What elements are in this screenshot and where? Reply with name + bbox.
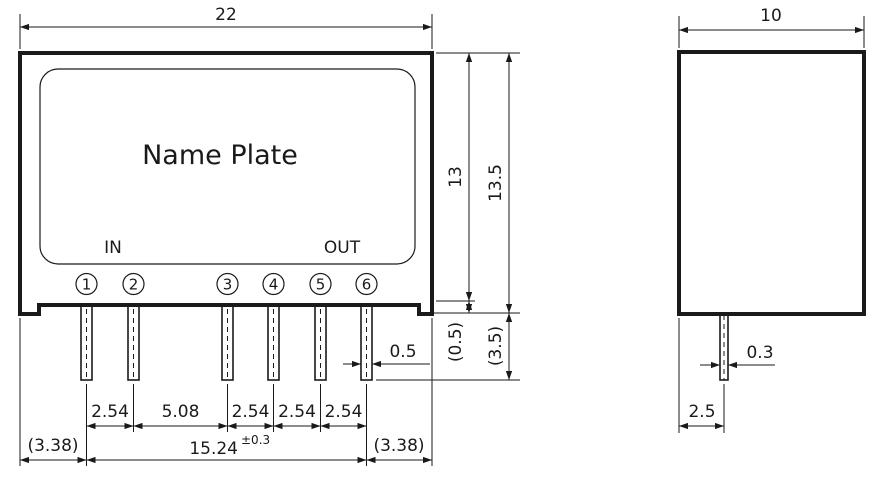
- svg-text:(3.5): (3.5): [486, 326, 506, 366]
- dim-pin-length: (3.5): [486, 313, 513, 380]
- side-view: 10 0.3 2.5: [677, 6, 866, 433]
- svg-text:(3.38): (3.38): [373, 436, 424, 456]
- dim-pin-thickness: 0.3: [700, 343, 775, 369]
- svg-text:±0.3: ±0.3: [241, 433, 270, 447]
- dim-standoff: (0.5): [446, 301, 473, 362]
- svg-text:10: 10: [760, 6, 782, 26]
- pin-number-3: 3: [216, 272, 239, 296]
- svg-text:6: 6: [362, 276, 372, 294]
- dim-depth: 10: [678, 6, 865, 48]
- svg-text:13: 13: [446, 166, 466, 188]
- dim-pin-span: 15.24 ±0.3: [86, 433, 367, 464]
- dim-pitch-3-4: 2.54: [227, 402, 274, 430]
- name-plate-text: Name Plate: [142, 140, 298, 171]
- dim-left-margin: (3.38): [20, 436, 87, 464]
- dim-right-margin: (3.38): [366, 436, 432, 464]
- in-label: IN: [104, 238, 122, 258]
- pin-1: [80, 300, 93, 381]
- svg-text:3: 3: [223, 276, 233, 294]
- pin-4: [267, 300, 280, 381]
- dim-total-width: 22: [19, 5, 433, 49]
- svg-text:2: 2: [129, 276, 139, 294]
- dim-pitch-5-6: 2.54: [320, 402, 367, 430]
- pin-number-4: 4: [262, 272, 285, 296]
- dim-overall-height: 13.5: [486, 53, 513, 313]
- pin-6: [360, 300, 373, 381]
- svg-text:15.24: 15.24: [189, 439, 238, 459]
- pin-2: [127, 300, 140, 381]
- name-plate-panel: [39, 68, 416, 265]
- svg-text:2.54: 2.54: [325, 402, 363, 422]
- svg-text:5.08: 5.08: [162, 402, 200, 422]
- pin-5: [314, 300, 327, 381]
- svg-text:2.54: 2.54: [278, 402, 316, 422]
- svg-text:(0.5): (0.5): [446, 322, 466, 362]
- dim-pitch-4-5: 2.54: [273, 402, 321, 430]
- dim-pitch-1-2: 2.54: [86, 402, 134, 430]
- svg-text:2.5: 2.5: [688, 402, 715, 422]
- front-dimensions: 22 13 13.5 (0.5) (3.5) 0.: [19, 5, 520, 466]
- pin-number-6: 6: [355, 272, 378, 296]
- svg-text:22: 22: [215, 5, 237, 25]
- svg-text:1: 1: [82, 276, 92, 294]
- svg-text:4: 4: [269, 276, 279, 294]
- svg-text:0.3: 0.3: [746, 343, 773, 363]
- pin-number-2: 2: [122, 272, 145, 296]
- front-view: Name Plate IN OUT 1 2 3 4 5 6: [18, 51, 434, 381]
- svg-text:2.54: 2.54: [232, 402, 270, 422]
- svg-text:5: 5: [316, 276, 326, 294]
- dim-pin-width: 0.5: [343, 342, 430, 368]
- dim-body-height: 13: [446, 53, 473, 301]
- svg-text:0.5: 0.5: [389, 342, 416, 362]
- svg-text:(3.38): (3.38): [27, 436, 78, 456]
- side-body: [677, 50, 866, 316]
- out-label: OUT: [324, 238, 361, 258]
- dim-pitch-2-3: 5.08: [133, 402, 228, 430]
- pin-number-5: 5: [309, 272, 332, 296]
- pin-number-1: 1: [75, 272, 98, 296]
- pin-3: [221, 300, 234, 381]
- dim-pin-offset: 2.5: [678, 318, 725, 433]
- svg-text:13.5: 13.5: [486, 164, 506, 202]
- svg-text:2.54: 2.54: [91, 402, 129, 422]
